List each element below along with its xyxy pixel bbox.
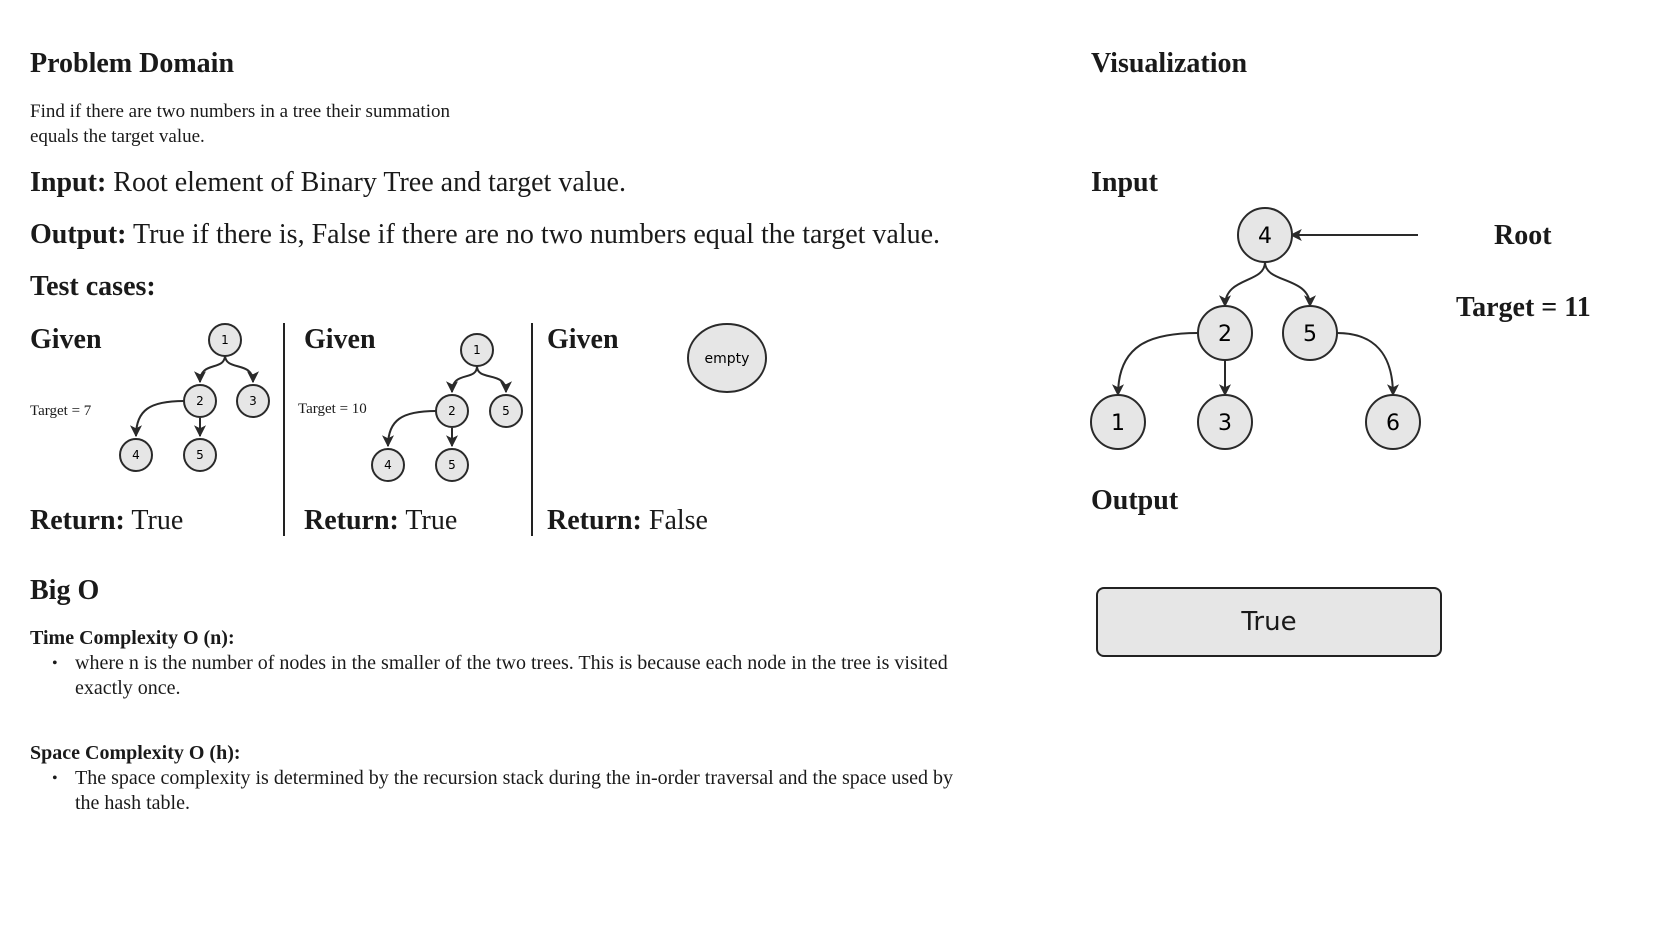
output-result-value: True <box>1241 607 1297 637</box>
output-result-box: True <box>1096 587 1442 657</box>
vis-output-heading: Output <box>1091 485 1179 516</box>
node-label: 5 <box>1303 322 1317 347</box>
description-line-1: Find if there are two numbers in a tree … <box>30 101 450 122</box>
tree-node: 6 <box>1365 394 1421 450</box>
return-value: True <box>124 505 184 536</box>
input-spec: Input: Root element of Binary Tree and t… <box>30 167 626 199</box>
test-case-1-tree <box>130 354 259 438</box>
tc1-edge-1-2 <box>194 354 226 384</box>
visualization-heading: Visualization <box>1091 48 1248 79</box>
test-case-2-target: Target = 10 <box>298 401 367 417</box>
tree-node: 3 <box>236 384 270 418</box>
test-case-3-given: Given <box>547 324 619 355</box>
tree-node: 4 <box>119 438 153 472</box>
vis-input-heading: Input <box>1091 167 1158 198</box>
output-label: Output: <box>30 219 127 250</box>
space-complexity-list: The space complexity is determined by th… <box>30 766 980 816</box>
vis-edge-2-1 <box>1112 332 1199 397</box>
test-case-1-given: Given <box>30 324 102 355</box>
node-label: 5 <box>196 448 204 462</box>
node-label: 5 <box>502 404 510 418</box>
space-complexity-heading: Space Complexity O (h): <box>30 742 241 764</box>
test-case-2-given: Given <box>304 324 376 355</box>
tc2-edge-1-2 <box>446 365 478 394</box>
test-case-divider-2 <box>531 323 533 536</box>
return-value: False <box>641 505 708 536</box>
input-label: Input: <box>30 167 107 198</box>
node-label: 1 <box>1111 411 1125 436</box>
node-label: 4 <box>1258 224 1272 249</box>
test-case-3-return: Return: False <box>547 505 708 537</box>
test-case-1-return: Return: True <box>30 505 183 537</box>
test-case-divider-1 <box>283 323 285 536</box>
tc1-edge-1-3 <box>224 354 259 384</box>
tc2-edge-2-4 <box>382 410 437 448</box>
problem-domain-heading: Problem Domain <box>30 48 235 79</box>
target-label: Target = 11 <box>1456 292 1591 323</box>
node-label: 2 <box>448 404 456 418</box>
node-label: 1 <box>221 333 229 347</box>
tree-node: 5 <box>183 438 217 472</box>
time-complexity-heading: Time Complexity O (n): <box>30 627 235 649</box>
tree-node: 2 <box>1197 305 1253 361</box>
problem-description: Find if there are two numbers in a tree … <box>30 99 450 149</box>
space-complexity-bullet: The space complexity is determined by th… <box>30 766 980 816</box>
tree-node: 1 <box>460 333 494 367</box>
test-cases-heading: Test cases: <box>30 271 156 302</box>
tc2-edge-1-5 <box>476 365 512 394</box>
big-o-heading: Big O <box>30 575 100 606</box>
return-label: Return: <box>547 505 642 536</box>
node-label: 3 <box>249 394 257 408</box>
input-text: Root element of Binary Tree and target v… <box>106 167 626 198</box>
output-spec: Output: True if there is, False if there… <box>30 219 940 251</box>
test-case-2-return: Return: True <box>304 505 457 537</box>
node-label: 6 <box>1386 411 1400 436</box>
tc1-edge-2-4 <box>130 400 185 438</box>
tree-node: 5 <box>489 394 523 428</box>
empty-label: empty <box>705 351 750 367</box>
root-label: Root <box>1494 220 1552 251</box>
test-case-1-target: Target = 7 <box>30 403 92 419</box>
description-line-2: equals the target value. <box>30 126 205 147</box>
test-case-3-empty-node: empty <box>687 323 767 393</box>
node-label: 4 <box>132 448 140 462</box>
time-complexity-list: where n is the number of nodes in the sm… <box>30 651 950 701</box>
node-label: 2 <box>1218 322 1232 347</box>
test-case-2-nodes: 1 2 5 4 5 <box>371 333 523 482</box>
vis-edge-4-5 <box>1264 261 1316 308</box>
return-value: True <box>398 505 458 536</box>
vis-edge-5-6 <box>1336 332 1399 397</box>
vis-tree-edges <box>1112 229 1418 397</box>
tree-node: 1 <box>1090 394 1146 450</box>
test-case-1-nodes: 1 2 3 4 5 <box>119 323 270 472</box>
time-complexity-bullet: where n is the number of nodes in the sm… <box>30 651 950 701</box>
node-label: 1 <box>473 343 481 357</box>
node-label: 3 <box>1218 411 1232 436</box>
tree-node: 4 <box>1237 207 1293 263</box>
node-label: 4 <box>384 458 392 472</box>
tree-node: 2 <box>435 394 469 428</box>
return-label: Return: <box>30 505 125 536</box>
test-case-2-tree <box>382 365 512 448</box>
tree-node: 3 <box>1197 394 1253 450</box>
node-label: 5 <box>448 458 456 472</box>
node-label: 2 <box>196 394 204 408</box>
vis-edge-4-2 <box>1219 261 1266 308</box>
return-label: Return: <box>304 505 399 536</box>
tree-node: 2 <box>183 384 217 418</box>
tree-node: 5 <box>1282 305 1338 361</box>
tree-node: 4 <box>371 448 405 482</box>
tree-node: 1 <box>208 323 242 357</box>
tree-node: 5 <box>435 448 469 482</box>
output-text: True if there is, False if there are no … <box>126 219 941 250</box>
vis-tree-nodes: 4 2 5 1 3 6 <box>1090 207 1421 450</box>
